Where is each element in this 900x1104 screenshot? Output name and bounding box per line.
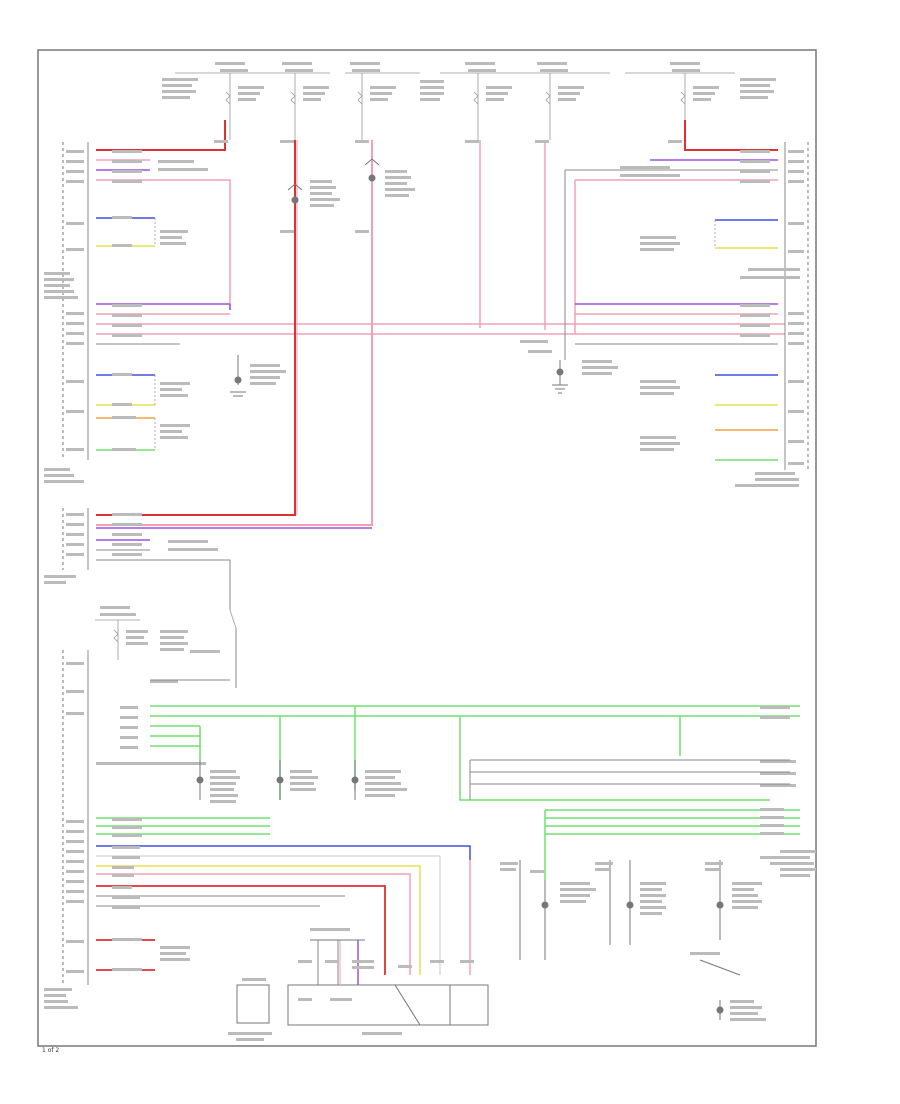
green-bus bbox=[96, 705, 800, 880]
bottom-connector-labels bbox=[228, 928, 474, 1041]
footer-code: 1 of 2 bbox=[42, 1047, 59, 1054]
body-ecu-module bbox=[44, 650, 206, 1009]
bottom-right-switches bbox=[519, 860, 741, 1020]
top-center-label-marks bbox=[160, 140, 682, 245]
bottom-connector-wires bbox=[310, 939, 365, 985]
combination-switch bbox=[44, 508, 218, 584]
bottom-right-labels bbox=[112, 818, 766, 1021]
driver-side-fuse-labels bbox=[100, 606, 220, 653]
middle-bus bbox=[229, 140, 785, 335]
top-power-row bbox=[175, 72, 735, 140]
lower-signal-wires bbox=[96, 845, 471, 975]
bottom-connector-left bbox=[236, 984, 270, 1024]
diagram-border bbox=[37, 49, 817, 1047]
right-door-ground bbox=[552, 360, 568, 394]
driver-side-fuse bbox=[95, 609, 237, 660]
passenger-door-module bbox=[640, 142, 809, 487]
left-door-ground bbox=[230, 355, 246, 397]
driver-door-module bbox=[44, 142, 89, 483]
left-door-label-marks bbox=[112, 150, 770, 451]
top-center-components bbox=[287, 158, 380, 204]
right-gray-lines bbox=[150, 628, 790, 800]
ecu-switch-labels bbox=[210, 706, 816, 877]
ecu-switch-components bbox=[196, 760, 359, 800]
left-rear-door-wires bbox=[96, 374, 156, 451]
top-label-marks bbox=[162, 62, 776, 101]
bottom-connector-main bbox=[287, 984, 489, 1026]
